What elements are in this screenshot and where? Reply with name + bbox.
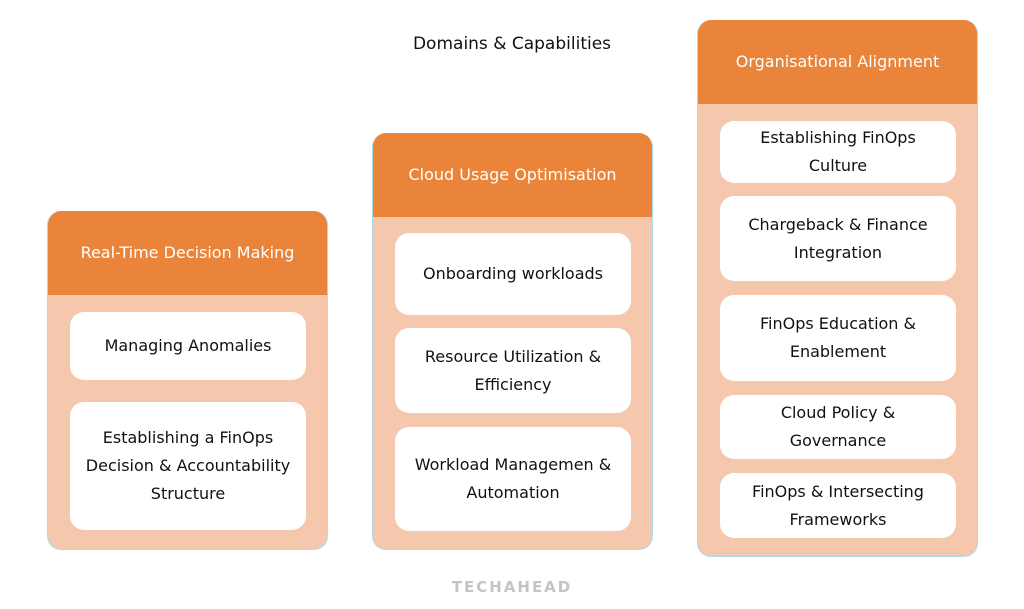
capability-card: Onboarding workloads <box>395 233 631 315</box>
capability-card: Resource Utilization & Efficiency <box>395 328 631 413</box>
column-header: Cloud Usage Optimisation <box>373 133 652 217</box>
techahead-logo: TECHAHEAD <box>451 578 573 596</box>
column-cloud-usage-optimisation: Cloud Usage Optimisation Onboarding work… <box>372 133 653 550</box>
column-real-time-decision-making: Real-Time Decision Making Managing Anoma… <box>47 211 328 550</box>
capability-card: Chargeback & Finance Integration <box>720 196 956 281</box>
capability-card: Workload Managemen & Automation <box>395 427 631 531</box>
column-header: Organisational Alignment <box>698 20 977 104</box>
column-organisational-alignment: Organisational Alignment Establishing Fi… <box>697 20 978 557</box>
capability-card: FinOps Education & Enablement <box>720 295 956 381</box>
capability-card: FinOps & Intersecting Frameworks <box>720 473 956 538</box>
capability-card: Establishing a FinOps Decision & Account… <box>70 402 306 530</box>
capability-card: Establishing FinOps Culture <box>720 121 956 183</box>
capability-card: Cloud Policy & Governance <box>720 395 956 459</box>
diagram-title: Domains & Capabilities <box>412 34 612 54</box>
capability-card: Managing Anomalies <box>70 312 306 380</box>
column-header: Real-Time Decision Making <box>48 211 327 295</box>
